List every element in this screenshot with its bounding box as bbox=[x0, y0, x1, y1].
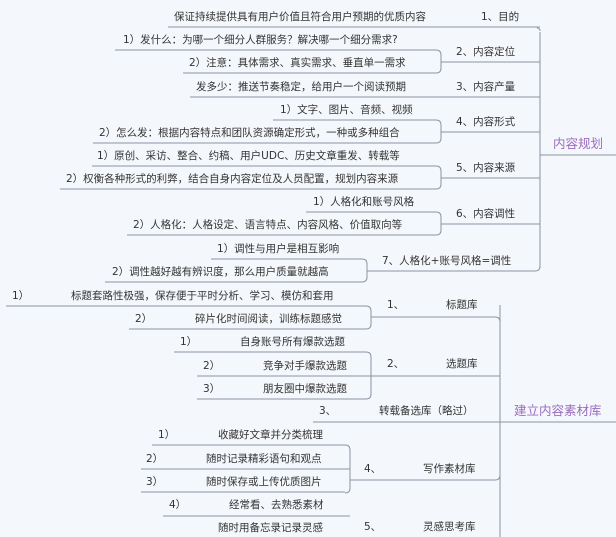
leaf-positioning-2[interactable]: 2）注意：具体需求、真实需求、垂直单一需求 bbox=[189, 57, 406, 69]
leaf-positioning-1[interactable]: 1）发什么：为哪一个细分人群服务？解决哪一个细分需求? bbox=[123, 34, 398, 46]
branch-form[interactable]: 4、内容形式 bbox=[456, 116, 516, 128]
leaf-title-2[interactable]: 碎片化时间阅读，训练标题感觉 bbox=[195, 313, 342, 325]
root-node-content-planning[interactable]: 内容规划 bbox=[553, 136, 604, 151]
leaf-inspiration-1[interactable]: 随时用备忘录记录灵感 bbox=[218, 522, 323, 534]
leaf-num: 3） bbox=[203, 383, 221, 395]
leaf-topic-1[interactable]: 自身账号所有爆款选题 bbox=[240, 336, 345, 348]
branch-repost-lib-num: 3、 bbox=[319, 405, 337, 417]
leaf-topic-3[interactable]: 朋友圈中爆款选题 bbox=[263, 383, 347, 395]
leaf-num: 2） bbox=[135, 313, 153, 325]
branch-title-lib[interactable]: 标题库 bbox=[446, 299, 478, 311]
leaf-tone-1[interactable]: 1）人格化和账号风格 bbox=[313, 196, 415, 208]
leaf-form-1[interactable]: 1）文字、图片、音频、视频 bbox=[280, 104, 413, 116]
leaf-num: 4） bbox=[169, 499, 187, 511]
branch-tone[interactable]: 6、内容调性 bbox=[456, 208, 516, 220]
leaf-topic-2[interactable]: 竞争对手爆款选题 bbox=[263, 360, 347, 372]
branch-topic-lib[interactable]: 选题库 bbox=[446, 358, 478, 370]
branch-purpose[interactable]: 1、目的 bbox=[481, 11, 520, 23]
leaf-form-2[interactable]: 2）怎么发：根据内容特点和团队资源确定形式，一种或多种组合 bbox=[99, 127, 400, 139]
leaf-writing-3[interactable]: 随时保存或上传优质图片 bbox=[206, 476, 322, 488]
branch-writing-lib[interactable]: 写作素材库 bbox=[423, 463, 476, 475]
branch-inspiration-lib-num: 5、 bbox=[364, 521, 382, 533]
leaf-writing-2[interactable]: 随时记录精彩语句和观点 bbox=[206, 453, 322, 465]
leaf-source-2[interactable]: 2）权衡各种形式的利弊，结合自身内容定位及人员配置，规划内容来源 bbox=[66, 173, 399, 185]
leaf-tone-2[interactable]: 2）人格化：人格设定、语言特点、内容风格、价值取向等 bbox=[133, 219, 403, 231]
leaf-writing-4[interactable]: 经常看、去熟悉素材 bbox=[229, 499, 324, 511]
leaf-num: 3） bbox=[146, 476, 164, 488]
leaf-num: 1） bbox=[12, 290, 30, 302]
branch-writing-lib-num: 4、 bbox=[364, 463, 382, 475]
leaf-num: 1） bbox=[180, 336, 198, 348]
leaf-num: 2） bbox=[203, 360, 221, 372]
leaf-source-1[interactable]: 1）原创、采访、整合、约稿、用户UDC、历史文章重发、转载等 bbox=[97, 150, 400, 162]
branch-source[interactable]: 5、内容来源 bbox=[456, 162, 516, 174]
branch-persona-style[interactable]: 7、人格化+账号风格=调性 bbox=[382, 255, 512, 267]
leaf-persona-1[interactable]: 1）调性与用户是相互影响 bbox=[217, 243, 340, 255]
leaf-num: 1） bbox=[158, 429, 176, 441]
leaf-output-1[interactable]: 发多少：推送节奏稳定，给用户一个阅读预期 bbox=[196, 81, 406, 93]
branch-repost-lib[interactable]: 转载备选库（略过） bbox=[379, 405, 474, 417]
branch-positioning[interactable]: 2、内容定位 bbox=[456, 46, 516, 58]
leaf-title-1[interactable]: 标题套路性极强，保存便于平时分析、学习、模仿和套用 bbox=[71, 290, 334, 302]
branch-topic-lib-num: 2、 bbox=[387, 358, 405, 370]
leaf-purpose-1[interactable]: 保证持续提供具有用户价值且符合用户预期的优质内容 bbox=[174, 11, 426, 23]
branch-output[interactable]: 3、内容产量 bbox=[456, 81, 516, 93]
leaf-persona-2[interactable]: 2）调性越好越有辨识度，那么用户质量就越高 bbox=[112, 266, 329, 278]
branch-inspiration-lib[interactable]: 灵感思考库 bbox=[423, 521, 476, 533]
leaf-num: 2） bbox=[146, 453, 164, 465]
leaf-writing-1[interactable]: 收藏好文章并分类梳理 bbox=[218, 429, 323, 441]
branch-title-lib-num: 1、 bbox=[387, 299, 405, 311]
root-node-material-library[interactable]: 建立内容素材库 bbox=[514, 403, 602, 418]
